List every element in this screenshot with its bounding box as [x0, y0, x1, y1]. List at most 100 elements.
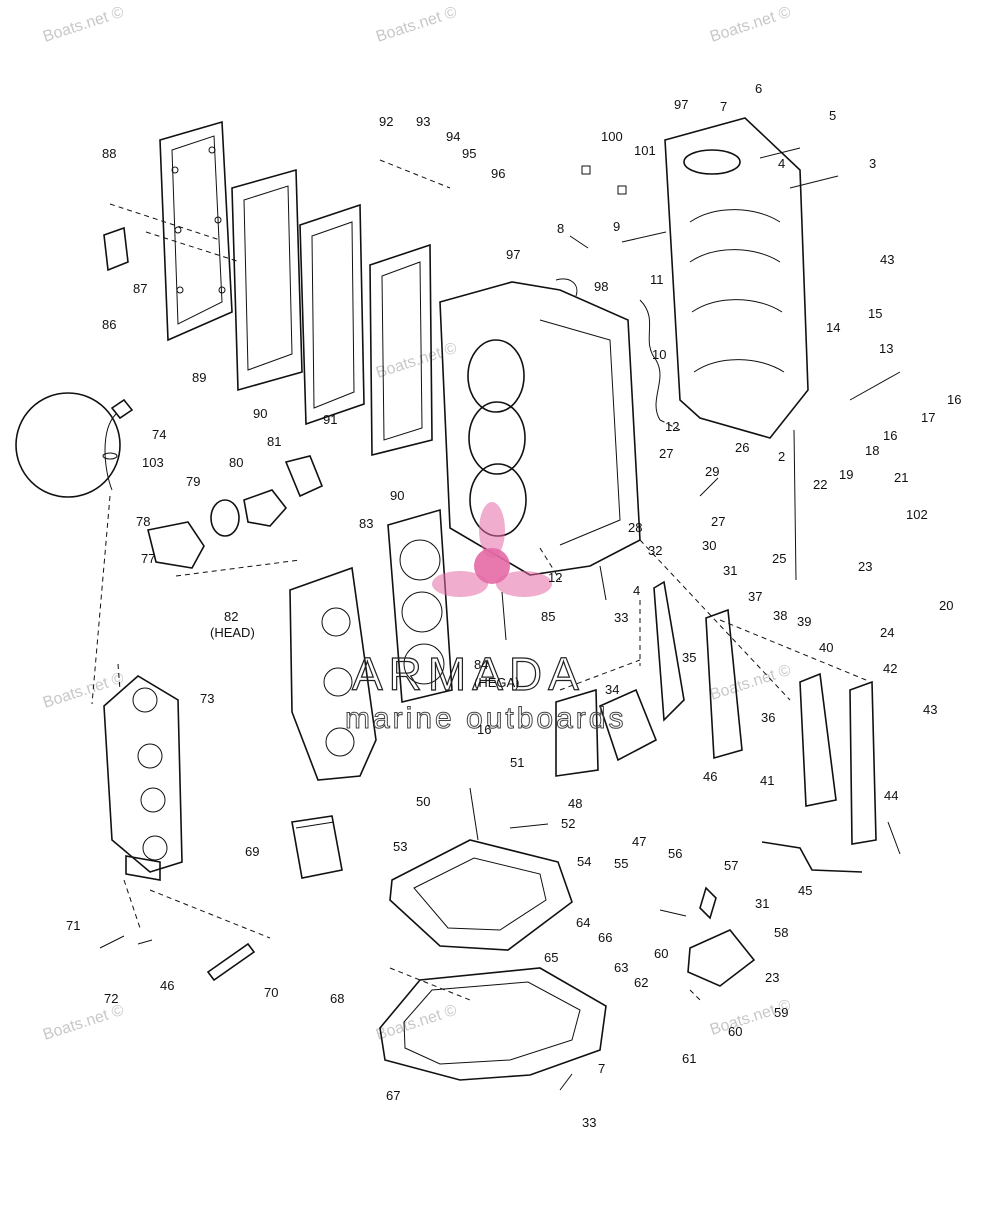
callout-label: 44: [884, 788, 898, 803]
callout-label: 23: [765, 970, 779, 985]
callout-label: 6: [755, 81, 762, 96]
callout-label: 90: [390, 488, 404, 503]
brand-overlay: ARMADA marine outboards: [345, 502, 626, 736]
callout-label: 61: [682, 1051, 696, 1066]
callout-label: 73: [200, 691, 214, 706]
adapter-plate-67: [379, 967, 607, 1081]
callout-label: 27: [659, 446, 673, 461]
callout-label: 66: [598, 930, 612, 945]
callout-label: 29: [705, 464, 719, 479]
callout-label: 38: [773, 608, 787, 623]
callout-label: 84: [474, 657, 488, 672]
crankcase-97: [639, 117, 809, 439]
brand-tagline: marine outboards: [345, 702, 626, 735]
callout-label: 4: [778, 156, 785, 171]
callout-label: 50: [416, 794, 430, 809]
gasket-90-lower: [369, 243, 433, 457]
callout-label: 71: [66, 918, 80, 933]
small-fasteners: [99, 147, 901, 1091]
callout-label: 22: [813, 477, 827, 492]
callout-label: 7: [598, 1061, 605, 1076]
propeller-logo: [432, 502, 552, 597]
callout-label: 10: [652, 347, 666, 362]
head-gasket-84: [387, 508, 453, 703]
exhaust-plate-91: [299, 203, 365, 426]
callout-label: 26: [735, 440, 749, 455]
callout-label: 47: [632, 834, 646, 849]
callout-label: 57: [724, 858, 738, 873]
callout-label: 96: [491, 166, 505, 181]
callout-label: 97: [506, 247, 520, 262]
callout-label: 78: [136, 514, 150, 529]
brand-name: ARMADA: [352, 648, 585, 700]
callout-label: 80: [229, 455, 243, 470]
plate-86: [103, 226, 129, 272]
cylinder-block-97: [439, 278, 641, 576]
callout-label: 46: [703, 769, 717, 784]
callout-label: 30: [702, 538, 716, 553]
callout-label: 16: [477, 722, 491, 737]
callout-labels: 2 3 4 4 5 6 7 7 8 9 10 11 12 12 13 14 15…: [66, 81, 961, 1130]
callout-label: 31: [755, 896, 769, 911]
callout-label: 98: [594, 279, 608, 294]
callout-label: 88: [102, 146, 116, 161]
callout-label: 58: [774, 925, 788, 940]
callout-label: 68: [330, 991, 344, 1006]
callout-label: 39: [797, 614, 811, 629]
callout-label: 16: [947, 392, 961, 407]
callout-label: 41: [760, 773, 774, 788]
callout-label: 11: [650, 272, 664, 287]
callout-label: 43: [923, 702, 937, 717]
callout-label: 21: [894, 470, 908, 485]
callout-label: 14: [826, 320, 840, 335]
sublabel-head: (HEAD): [210, 625, 255, 640]
callout-label: 82: [224, 609, 238, 624]
callout-label: 24: [880, 625, 894, 640]
callout-label: 15: [868, 306, 882, 321]
callout-label: 94: [446, 129, 460, 144]
callout-label: 5: [829, 108, 836, 123]
callout-label: 37: [748, 589, 762, 604]
callout-label: 70: [264, 985, 278, 1000]
gasket-90-upper: [231, 168, 303, 392]
callout-label: 97: [674, 97, 688, 112]
callout-label: 100: [601, 129, 623, 144]
callout-label: 9: [613, 219, 620, 234]
callout-label: 95: [462, 146, 476, 161]
callout-label: 12: [548, 570, 562, 585]
callout-label: 2: [778, 449, 785, 464]
callout-label: 77: [141, 551, 155, 566]
callout-label: 69: [245, 844, 259, 859]
callout-label: 72: [104, 991, 118, 1006]
callout-label: 34: [605, 682, 619, 697]
callout-label: 3: [869, 156, 876, 171]
leader-lines: [91, 159, 867, 1001]
callout-label: 42: [883, 661, 897, 676]
callout-label: 74: [152, 427, 166, 442]
callout-label: 67: [386, 1088, 400, 1103]
callout-label: 40: [819, 640, 833, 655]
callout-label: 89: [192, 370, 206, 385]
callout-label: 63: [614, 960, 628, 975]
callout-label: 91: [323, 412, 337, 427]
callout-label: 31: [723, 563, 737, 578]
callout-label: 18: [865, 443, 879, 458]
callout-label: 32: [648, 543, 662, 558]
callout-label: 33: [582, 1115, 596, 1130]
callout-label: 20: [939, 598, 953, 613]
plate-69: [291, 815, 343, 879]
watermark-text: Boats.net ©: [374, 340, 459, 382]
callout-label: 85: [541, 609, 555, 624]
callout-label: 12: [665, 419, 679, 434]
callout-label: 60: [654, 946, 668, 961]
callout-label: 19: [839, 467, 853, 482]
callout-label: 87: [133, 281, 147, 296]
spark-plug-70: [206, 942, 256, 982]
gasket-53: [389, 839, 573, 951]
callout-label: 7: [720, 99, 727, 114]
callout-label: 81: [267, 434, 281, 449]
callout-label: 90: [253, 406, 267, 421]
thermostat-group: [15, 392, 324, 569]
water-cover-73: [103, 675, 183, 881]
